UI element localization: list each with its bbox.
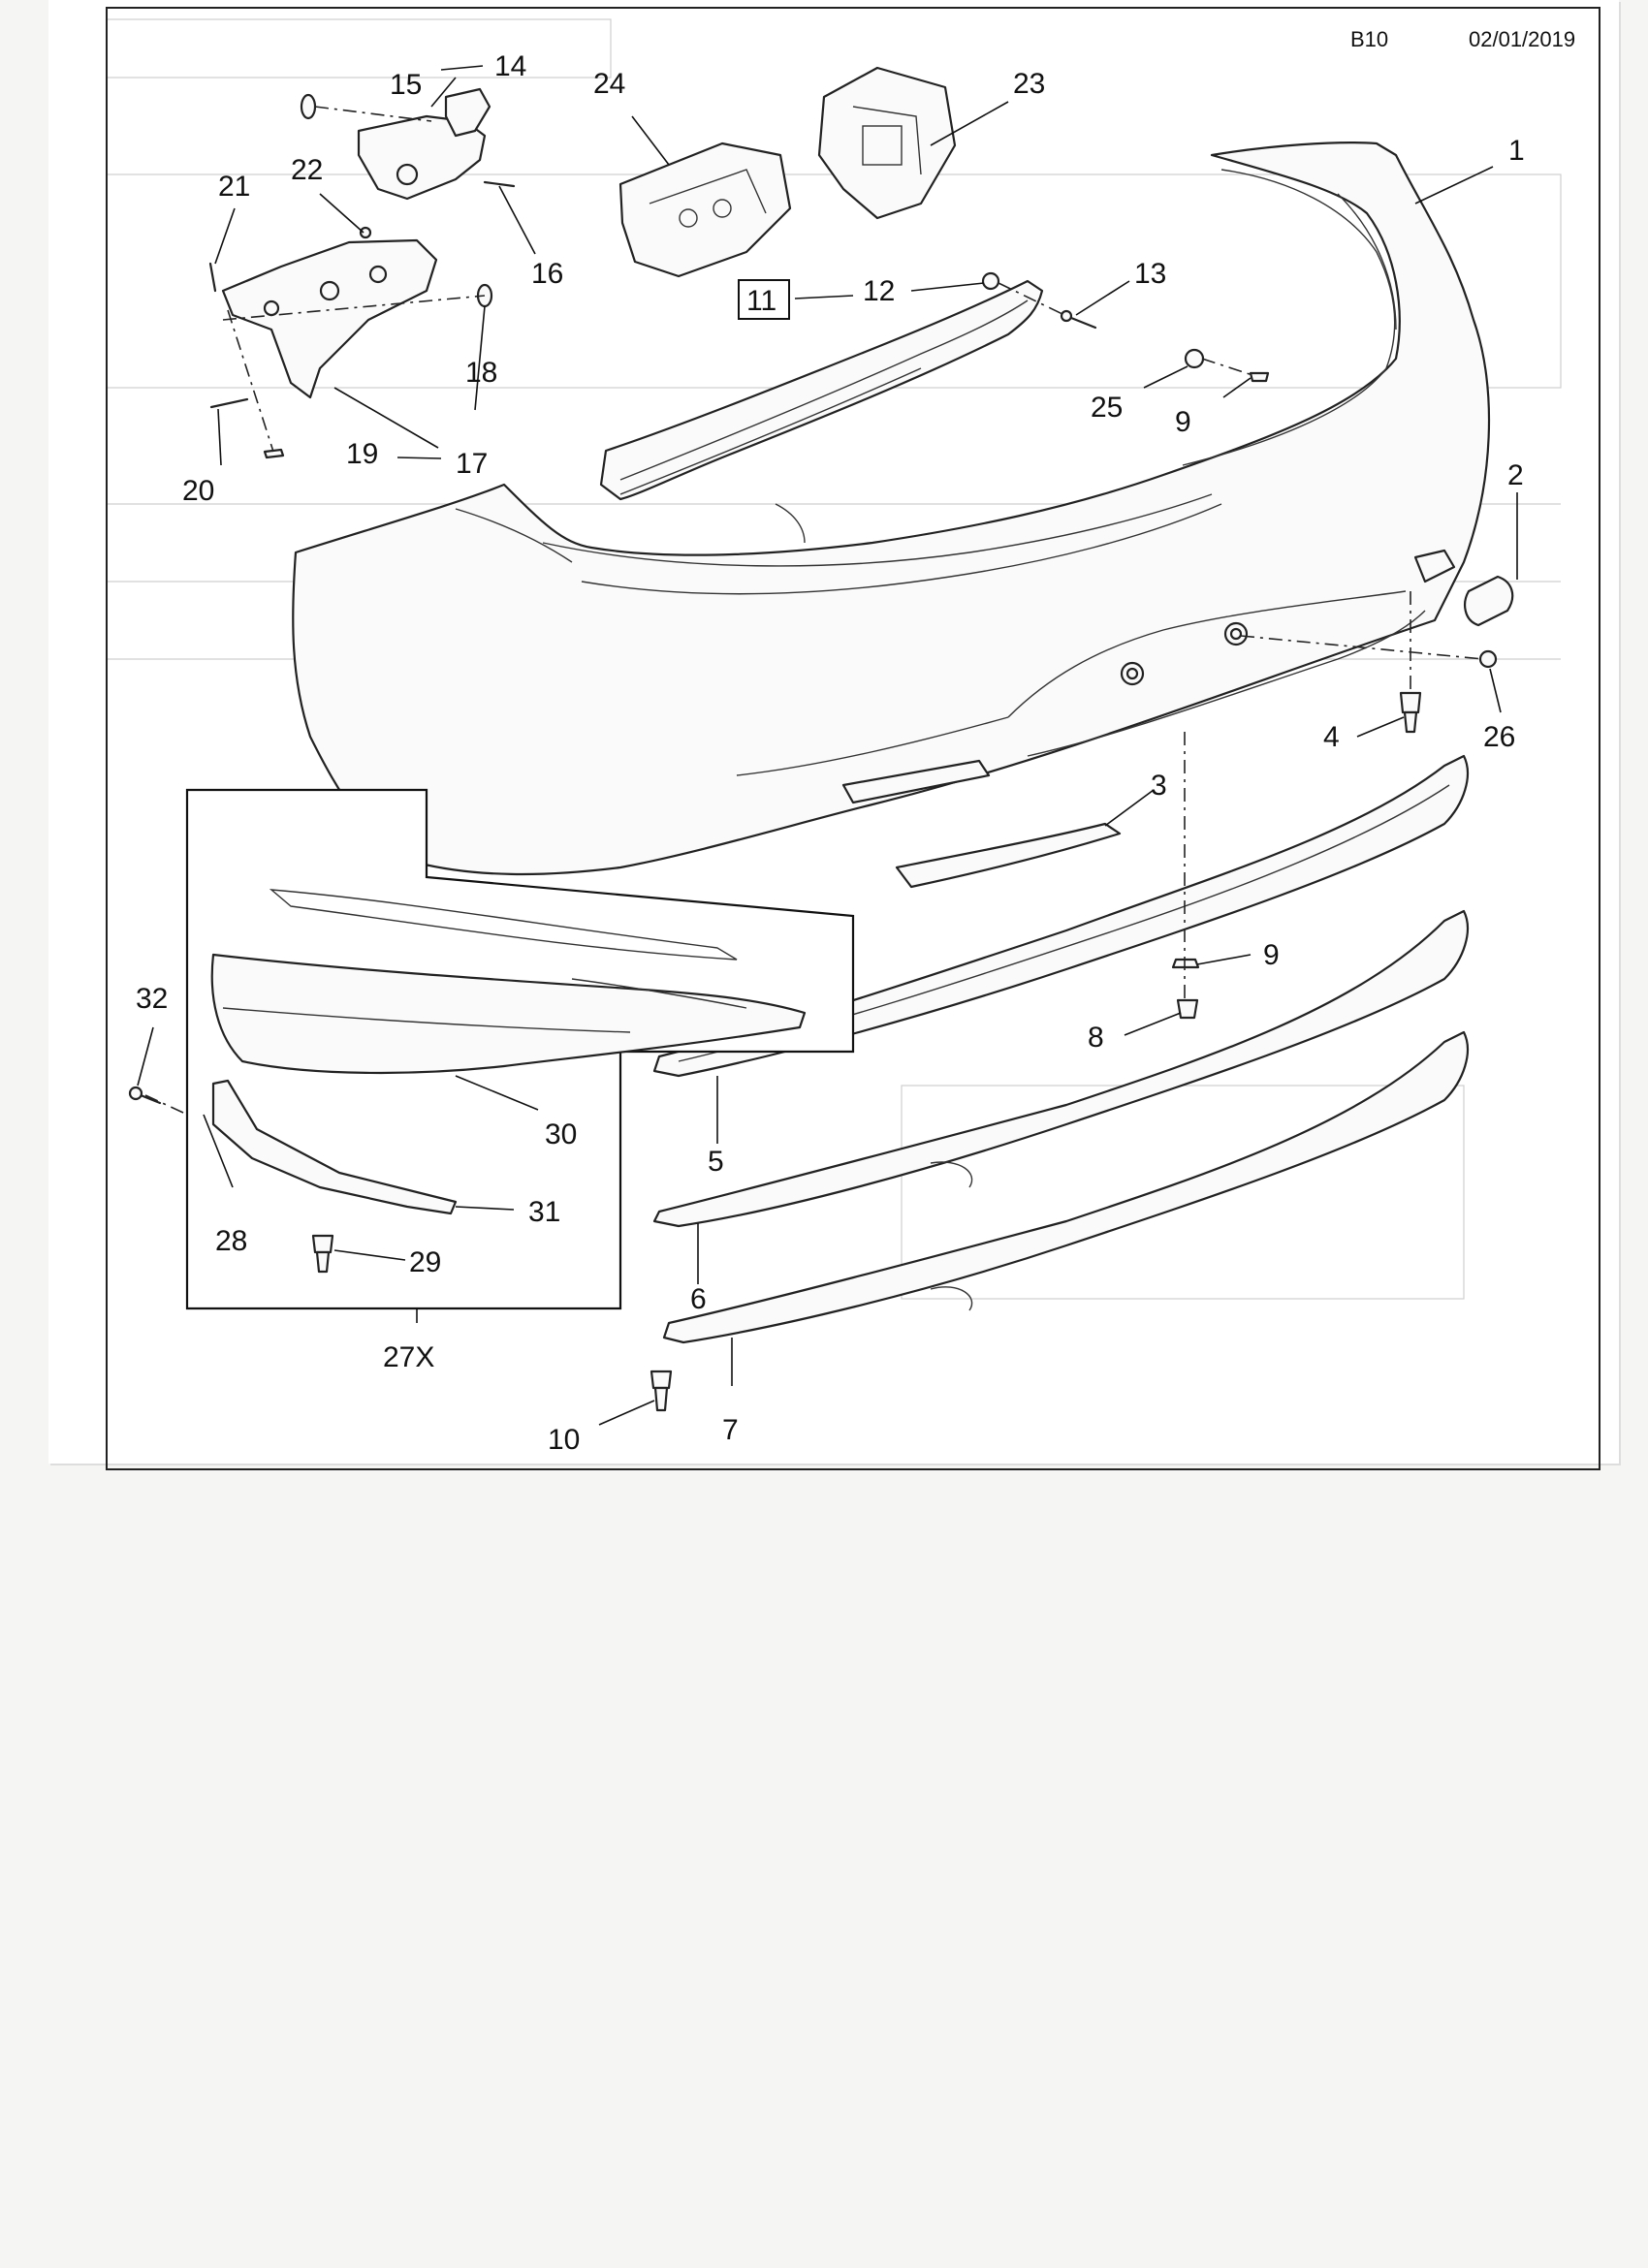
rear-bumper-exploded-diagram: 1 2 3 4 5 6 7 8 9 10 11 12 13 14 15 16 1… xyxy=(106,7,1600,1470)
callout-14: 14 xyxy=(494,50,526,82)
callout-19: 19 xyxy=(346,438,378,470)
part-8-screw xyxy=(1176,998,1199,1020)
callout-26: 26 xyxy=(1483,721,1515,753)
part-11-impact-beam xyxy=(599,279,1044,501)
callout-9-upper: 9 xyxy=(1175,406,1191,438)
inset-27x xyxy=(128,788,855,1323)
callout-20: 20 xyxy=(182,475,214,507)
part-17-side-bracket xyxy=(221,238,438,399)
part-6-lower-diffuser xyxy=(652,909,1469,1228)
callout-9-lower: 9 xyxy=(1263,939,1280,971)
part-14-bracket xyxy=(357,87,491,201)
callout-29: 29 xyxy=(409,1246,441,1278)
callout-5: 5 xyxy=(708,1146,724,1178)
callout-3: 3 xyxy=(1151,770,1167,802)
part-9-nut-upper xyxy=(1249,371,1270,383)
callout-4: 4 xyxy=(1323,721,1340,753)
callout-23: 23 xyxy=(1013,68,1045,100)
part-23-spacer xyxy=(817,66,957,220)
callout-10: 10 xyxy=(548,1424,580,1456)
part-7-lower-diffuser xyxy=(662,1030,1469,1344)
callout-27x: 27X xyxy=(383,1341,434,1373)
callout-28: 28 xyxy=(215,1225,247,1257)
callout-11-box xyxy=(738,279,790,320)
callout-30: 30 xyxy=(545,1118,577,1150)
part-10-clip xyxy=(650,1370,673,1412)
part-24-spacer xyxy=(618,142,792,278)
callout-numbers: 1 2 3 4 5 6 7 8 9 10 11 12 13 14 15 16 1… xyxy=(136,50,1525,1456)
sheet-date: 02/01/2019 xyxy=(1469,27,1576,51)
callout-32: 32 xyxy=(136,983,168,1015)
callout-8: 8 xyxy=(1088,1022,1104,1054)
part-3-reflector-strip xyxy=(895,822,1122,889)
callout-12: 12 xyxy=(863,275,895,307)
part-15-grommet xyxy=(300,93,317,120)
part-13-screw xyxy=(1060,309,1097,330)
callout-21: 21 xyxy=(218,171,250,203)
callout-13: 13 xyxy=(1134,258,1166,290)
callout-1: 1 xyxy=(1508,135,1525,167)
callout-25: 25 xyxy=(1091,392,1123,424)
part-26-screw xyxy=(1478,649,1498,669)
part-9-nut-lower xyxy=(1171,958,1200,969)
callout-17: 17 xyxy=(456,448,488,480)
part-4-clip xyxy=(1399,691,1422,734)
callout-6: 6 xyxy=(690,1283,707,1315)
callout-18: 18 xyxy=(465,357,497,389)
callout-24: 24 xyxy=(593,68,625,100)
part-16-screw xyxy=(483,180,516,188)
callout-16: 16 xyxy=(531,258,563,290)
sheet-code: B10 xyxy=(1350,27,1389,51)
callout-leaders xyxy=(137,65,1518,1426)
callout-22: 22 xyxy=(291,154,323,186)
part-21-screw xyxy=(208,262,217,293)
part-22-clip xyxy=(359,226,372,239)
page-frame xyxy=(106,7,1600,1470)
part-12-clip xyxy=(981,271,1000,291)
callout-2: 2 xyxy=(1507,459,1524,491)
callout-11: 11 xyxy=(746,285,776,317)
part-2-tow-hook-cover xyxy=(1464,575,1514,627)
part-19-clip xyxy=(263,448,285,459)
callout-15: 15 xyxy=(390,69,422,101)
part-25-grommet xyxy=(1184,348,1205,369)
part-20-screw xyxy=(209,397,249,409)
callout-7: 7 xyxy=(722,1414,739,1446)
part-1-bumper-fascia xyxy=(292,142,1491,876)
callout-31: 31 xyxy=(528,1196,560,1228)
